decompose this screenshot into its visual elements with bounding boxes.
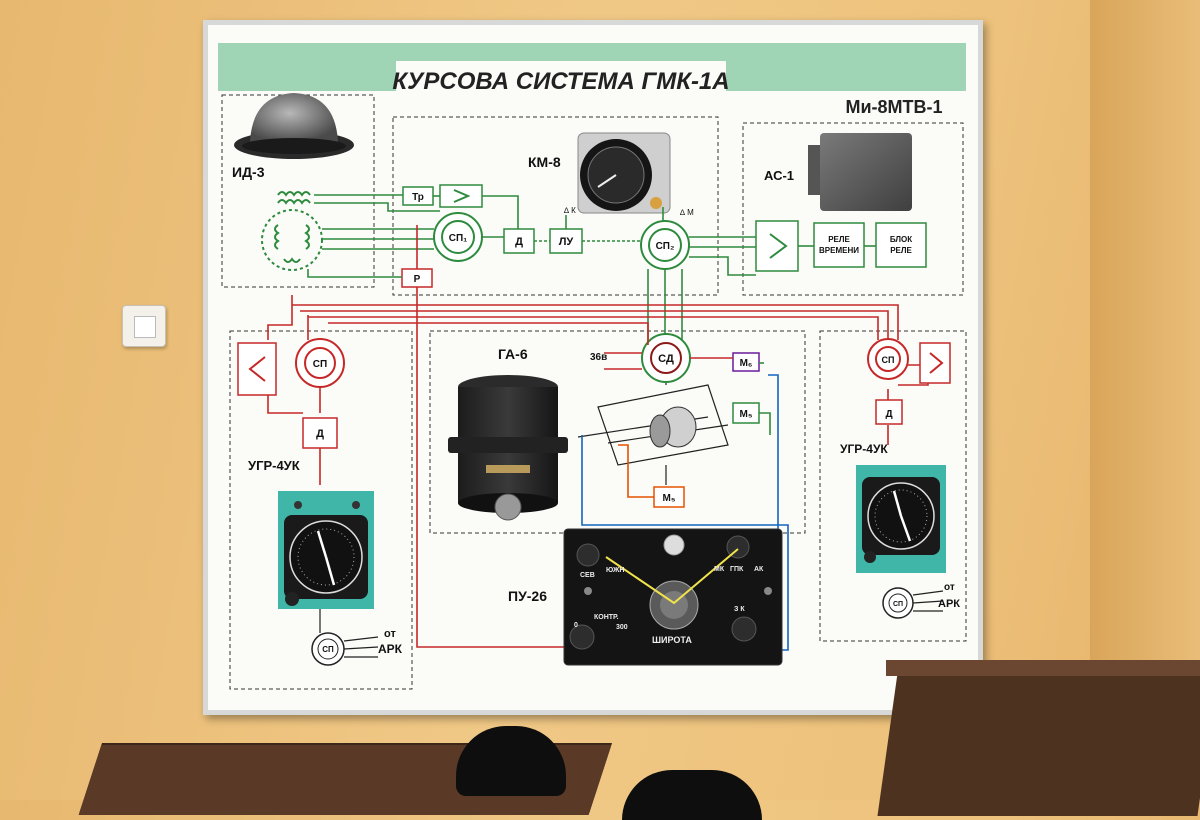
- orange-wiring: [618, 444, 654, 498]
- id3-group: [221, 94, 375, 288]
- diagram-canvas: КУРСОВА СИСТЕМА ГМК-1А Ми-8МТВ-1 ИД-3 КМ…: [218, 43, 967, 690]
- board-title: КУРСОВА СИСТЕМА ГМК-1А: [392, 68, 729, 95]
- ugr-left-ark-label: АРК: [378, 642, 403, 656]
- ugr-right-sp-selsyn: [867, 338, 909, 380]
- diagram-board: КУРСОВА СИСТЕМА ГМК-1А Ми-8МТВ-1 ИД-3 КМ…: [203, 20, 983, 715]
- v36-label: 36в: [590, 352, 607, 363]
- ugr-right-ark-selsyn: [882, 587, 944, 619]
- delta-m-label: ∆ М: [680, 208, 694, 217]
- ugr-left-ark-sp-label: СП: [322, 645, 334, 654]
- pu26-ak-label: АК: [754, 566, 764, 573]
- light-switch[interactable]: [122, 305, 166, 347]
- id3-label: ИД-3: [232, 164, 265, 180]
- km8-label: КМ-8: [528, 154, 561, 170]
- pu26-gpk-label: ГПК: [730, 566, 744, 573]
- as1-amplifier-symbol: [769, 233, 788, 259]
- ugr-left-indicator: [278, 491, 374, 609]
- ugr-right-amplifier: [919, 342, 951, 384]
- ga6-unit-image: [448, 375, 568, 521]
- blok-rele-line1: БЛОК: [890, 235, 912, 244]
- ugr-left-ark-selsyn: [311, 632, 379, 666]
- amplifier-symbol: [453, 189, 471, 203]
- m6-label: М₆: [740, 358, 753, 369]
- lu-label: ЛУ: [559, 236, 574, 248]
- ugr-right-sp-label: СП: [882, 355, 895, 365]
- pu26-label: ПУ-26: [508, 588, 547, 604]
- rele-vremeni-line1: РЕЛЕ: [828, 235, 850, 244]
- tr-label: Тр: [412, 192, 424, 203]
- ugr-left-group: [229, 330, 413, 690]
- sd-label: СД: [658, 353, 674, 365]
- rele-vremeni-block: [813, 222, 865, 268]
- as1-amplifier-block: [755, 220, 799, 272]
- sd-synchro: [641, 333, 691, 383]
- chair-back-right: [622, 770, 762, 820]
- km8-group: [392, 116, 719, 296]
- ugr-left-amplifier-symbol: [248, 356, 266, 382]
- pu26-zero-label: 0: [574, 622, 578, 629]
- ugr-right-label: УГР-4УК: [840, 442, 888, 456]
- ugr-right-group: [819, 330, 967, 642]
- id3-sensor-image: [234, 93, 354, 159]
- as1-unit-image: [808, 133, 912, 211]
- ugr-right-d-block: [875, 399, 903, 425]
- gyro-rotor: [649, 406, 697, 448]
- red-wiring: [267, 225, 929, 648]
- pu26-control-panel: [563, 528, 783, 666]
- pu26-sev-label: СЕВ: [580, 572, 595, 579]
- ugr-left-amplifier: [237, 342, 277, 396]
- ugr-left-sp-label: СП: [313, 359, 327, 370]
- ugr-right-ot-label: от: [944, 582, 955, 593]
- blok-rele-line2: РЕЛЕ: [890, 246, 912, 255]
- desk-right-top: [886, 660, 1200, 676]
- pu26-kontr-label: КОНТР.: [594, 614, 619, 621]
- green-wiring-lower: [759, 362, 771, 435]
- ugr-right-d-label: Д: [885, 409, 892, 420]
- desk-right: [877, 666, 1200, 816]
- ugr-right-amplifier-symbol: [929, 352, 944, 374]
- r-label: Р: [414, 274, 421, 285]
- as1-label: АС-1: [764, 168, 794, 183]
- aircraft-model: Ми-8МТВ-1: [845, 97, 942, 117]
- ugr-left-d-label: Д: [316, 428, 324, 440]
- pu26-zk-label: З К: [734, 606, 745, 613]
- blok-rele-block: [875, 222, 927, 268]
- ugr-left-ot-label: от: [384, 628, 396, 640]
- title-box: [396, 61, 726, 95]
- pu26-yuzh-label: ЮЖН: [606, 567, 624, 574]
- chair-back-left: [456, 726, 566, 796]
- green-wiring: [307, 194, 876, 345]
- km8-instrument-image: [577, 132, 671, 214]
- pu26-300-label: 300: [616, 624, 628, 631]
- ugr-left-sp-selsyn: [295, 338, 345, 388]
- sp2-label: СП₂: [656, 241, 675, 252]
- km8-d-label: Д: [515, 236, 523, 248]
- m5-lower-label: М₅: [663, 493, 676, 504]
- id3-coils: [261, 191, 323, 271]
- ugr-right-ark-label: АРК: [938, 598, 960, 610]
- sp1-label: СП₁: [449, 233, 468, 244]
- ga6-label: ГА-6: [498, 346, 528, 362]
- pu26-shirota-label: ШИРОТА: [652, 635, 692, 645]
- ugr-right-indicator: [856, 465, 946, 573]
- pu26-mk-label: МК: [714, 566, 725, 573]
- rele-vremeni-line2: ВРЕМЕНИ: [819, 246, 859, 255]
- ugr-left-d-block: [302, 417, 338, 449]
- km8-d-block: [503, 228, 535, 254]
- m6-motor: [732, 352, 760, 372]
- ugr-right-ark-sp-label: СП: [893, 601, 903, 608]
- m5-upper-label: М₅: [740, 409, 753, 420]
- amplifier-block: [439, 184, 483, 208]
- delta-k-label: ∆ К: [564, 206, 576, 215]
- ugr-left-label: УГР-4УК: [248, 458, 300, 473]
